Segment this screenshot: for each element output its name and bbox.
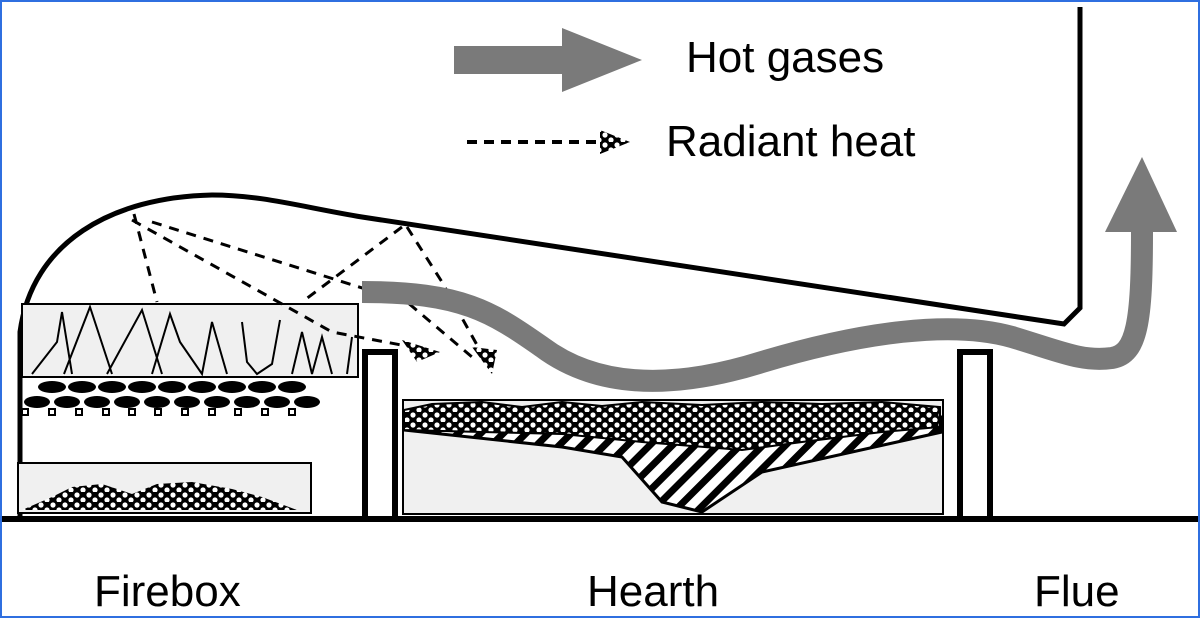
- legend-radiant-heat-arrow-icon: [467, 130, 630, 154]
- hearth-label: Hearth: [587, 567, 720, 616]
- flue-wall: [957, 349, 993, 522]
- furnace-roof: [17, 7, 1083, 519]
- legend-hot-gases-label: Hot gases: [686, 33, 885, 82]
- firebox-flames: [21, 303, 359, 378]
- legend-radiant-heat-label: Radiant heat: [666, 117, 916, 166]
- hot-gases-flow-arrow: [361, 157, 1177, 392]
- bridge-wall: [362, 349, 398, 522]
- radiant-heat-arrowhead-icon: [472, 347, 497, 374]
- flue-label: Flue: [1034, 567, 1120, 616]
- ash-pit: [17, 462, 312, 514]
- radiant-heat-arrowhead-icon: [402, 340, 440, 362]
- radiant-heat-rays: [131, 213, 484, 359]
- legend-hot-gases-arrow-icon: [454, 28, 642, 92]
- hearth-bath: [402, 399, 944, 515]
- firebox-grate: [21, 381, 320, 416]
- firebox-label: Firebox: [94, 567, 241, 616]
